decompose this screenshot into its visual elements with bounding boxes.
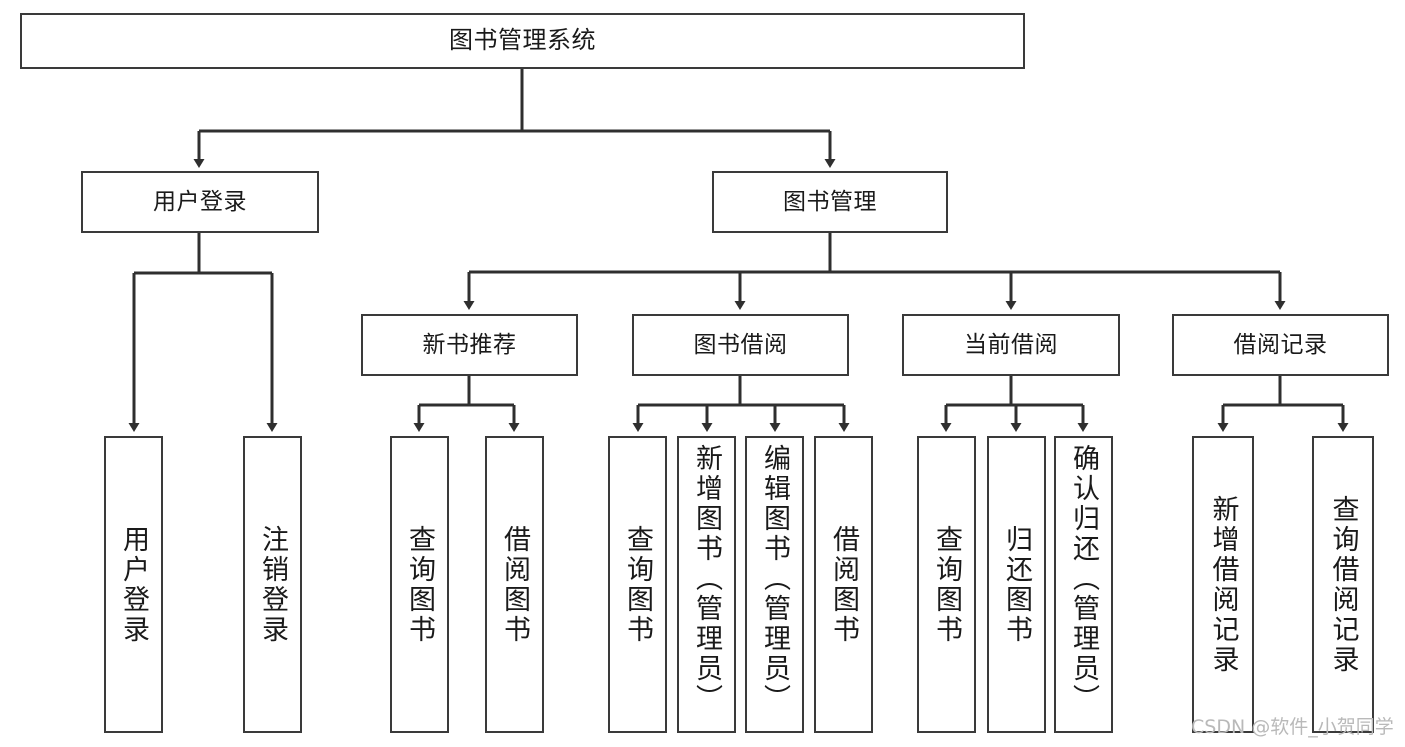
node-label: 确认归还（管理员） xyxy=(1068,444,1099,714)
node-label: 查询图书 xyxy=(622,524,653,645)
node-label: 新增借阅记录 xyxy=(1207,494,1239,675)
node-label: 借阅记录 xyxy=(1233,331,1328,358)
leaf-add-borrow-record[interactable]: 新增借阅记录 xyxy=(1192,436,1254,733)
node-label: 图书管理系统 xyxy=(449,26,596,55)
node-label: 查询图书 xyxy=(404,524,435,645)
leaf-confirm-return[interactable]: 确认归还（管理员） xyxy=(1054,436,1113,733)
node-root-system[interactable]: 图书管理系统 xyxy=(20,13,1025,69)
node-label: 查询借阅记录 xyxy=(1327,494,1359,675)
node-label: 借阅图书 xyxy=(499,524,530,645)
watermark-text: CSDN @软件_小贺同学 xyxy=(1191,716,1394,738)
node-label: 查询图书 xyxy=(931,524,962,645)
leaf-logout-login[interactable]: 注销登录 xyxy=(243,436,302,733)
leaf-edit-book[interactable]: 编辑图书（管理员） xyxy=(745,436,804,733)
leaf-borrow-book-borrow[interactable]: 借阅图书 xyxy=(814,436,873,733)
node-new-book-recommend[interactable]: 新书推荐 xyxy=(361,314,578,376)
node-label: 归还图书 xyxy=(1001,524,1032,645)
node-label: 新增图书（管理员） xyxy=(691,444,722,714)
node-label: 编辑图书（管理员） xyxy=(759,444,790,714)
node-current-borrow[interactable]: 当前借阅 xyxy=(902,314,1120,376)
node-label: 新书推荐 xyxy=(422,331,517,358)
leaf-user-login[interactable]: 用户登录 xyxy=(104,436,163,733)
node-borrow-record[interactable]: 借阅记录 xyxy=(1172,314,1389,376)
node-book-borrow[interactable]: 图书借阅 xyxy=(632,314,849,376)
leaf-borrow-book-recommend[interactable]: 借阅图书 xyxy=(485,436,544,733)
leaf-query-borrow-record[interactable]: 查询借阅记录 xyxy=(1312,436,1374,733)
leaf-query-book-current[interactable]: 查询图书 xyxy=(917,436,976,733)
node-label: 用户登录 xyxy=(118,524,149,645)
leaf-query-book-recommend[interactable]: 查询图书 xyxy=(390,436,449,733)
node-label: 借阅图书 xyxy=(828,524,859,645)
leaf-return-book[interactable]: 归还图书 xyxy=(987,436,1046,733)
node-user-login[interactable]: 用户登录 xyxy=(81,171,319,233)
node-label: 注销登录 xyxy=(257,524,288,645)
node-book-management[interactable]: 图书管理 xyxy=(712,171,948,233)
node-label: 图书借阅 xyxy=(693,331,788,358)
node-label: 图书管理 xyxy=(783,188,877,215)
leaf-query-book-borrow[interactable]: 查询图书 xyxy=(608,436,667,733)
leaf-add-book[interactable]: 新增图书（管理员） xyxy=(677,436,736,733)
node-label: 当前借阅 xyxy=(964,331,1058,358)
node-label: 用户登录 xyxy=(153,188,247,215)
